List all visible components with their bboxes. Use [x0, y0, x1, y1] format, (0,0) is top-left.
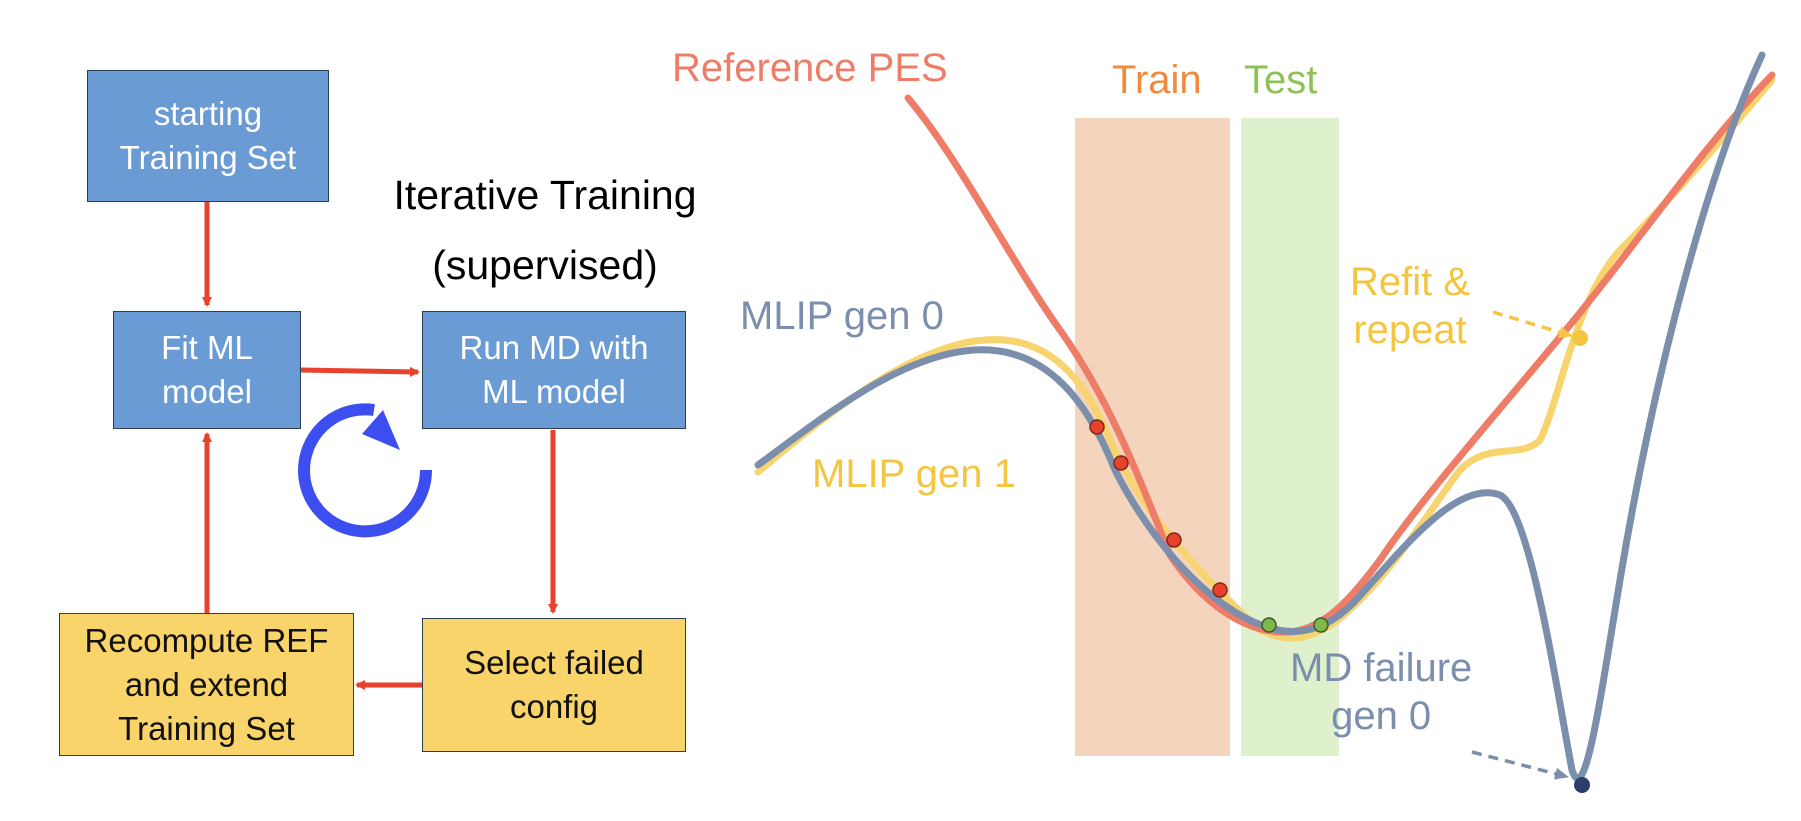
training-points [1089, 419, 1228, 598]
test-band [1241, 118, 1339, 756]
run-md-label: Run MD with ML model [459, 329, 649, 410]
fit-ml-model-label: Fit ML model [161, 329, 253, 410]
train-label: Train [1112, 58, 1202, 102]
fit-ml-model-box: Fit ML model [113, 311, 301, 429]
refit-point [1572, 330, 1588, 346]
recompute-ref-label: Recompute REF and extend Training Set [84, 621, 329, 747]
starting-training-set-label: starting Training Set [119, 95, 297, 176]
test-label: Test [1244, 58, 1318, 102]
test-points [1261, 617, 1329, 633]
test-point [1313, 617, 1329, 633]
reference-pes-label: Reference PES [672, 46, 948, 90]
run-md-box: Run MD with ML model [422, 311, 686, 429]
select-failed-config-box: Select failed config [422, 618, 686, 752]
select-failed-config-label: Select failed config [464, 644, 644, 725]
mlip-gen0-label: MLIP gen 0 [740, 294, 944, 338]
reference-pes-curve [904, 71, 1776, 636]
refit-arrow [1492, 310, 1573, 338]
arrow-fit-to-run [299, 366, 420, 377]
flowchart-title: Iterative Training (supervised) [393, 172, 697, 288]
train-point [1089, 419, 1105, 435]
mlip-gen1-label: MLIP gen 1 [812, 452, 1016, 496]
train-point [1113, 455, 1129, 471]
flow-arrows [202, 202, 558, 690]
recompute-ref-box: Recompute REF and extend Training Set [59, 613, 354, 756]
mlip-gen0-curve [754, 51, 1766, 782]
train-point [1166, 532, 1182, 548]
cycle-icon [298, 403, 433, 538]
train-point [1212, 582, 1228, 598]
md-failure-label: MD failure gen 0 [1290, 646, 1473, 738]
test-point [1261, 617, 1277, 633]
starting-training-set-box: starting Training Set [87, 70, 329, 202]
failure-arrow [1471, 750, 1569, 780]
failure-point [1574, 777, 1590, 793]
refit-label: Refit & repeat [1350, 260, 1471, 352]
